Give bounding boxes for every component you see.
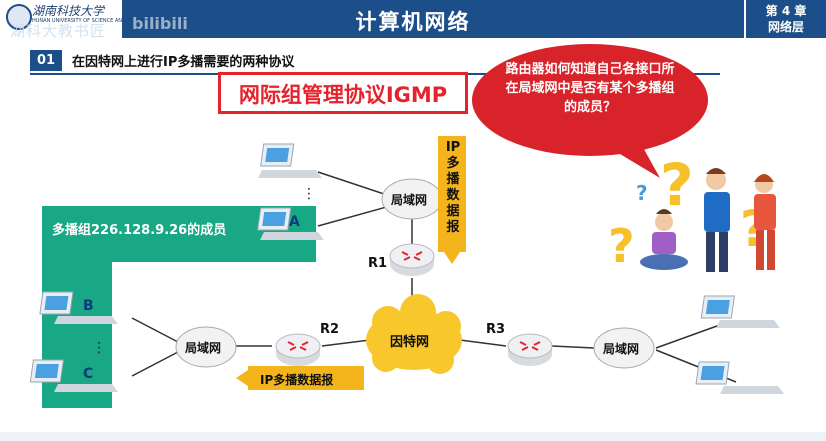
university-name-en: HUNAN UNIVERSITY OF SCIENCE AND TECHNOLO… xyxy=(32,18,162,24)
lan-label-right: 局域网 xyxy=(603,342,640,356)
lan-label-left: 局域网 xyxy=(185,341,222,355)
laptop-icon-a xyxy=(257,207,324,240)
uploader-watermark: 湖科大教书匠 xyxy=(10,22,107,40)
speech-bubble xyxy=(472,44,708,178)
multicast-group-region xyxy=(42,206,316,408)
laptop-icon-c xyxy=(29,359,118,392)
laptop-icon xyxy=(700,295,780,328)
laptop-icon xyxy=(695,361,784,394)
speech-bubble-text: 路由器如何知道自己各接口所在局域网中是否有某个多播组的成员？ xyxy=(505,62,675,115)
university-name: 湖南科技大学 xyxy=(32,4,105,18)
router-label-r3: R3 xyxy=(486,322,506,337)
host-ellipsis: ⋮ xyxy=(92,340,106,356)
question-mark-icon: ? ? ? ? xyxy=(608,151,769,273)
chapter-name: 网络层 xyxy=(767,20,804,34)
lan-label-top: 局域网 xyxy=(391,193,428,207)
multicast-arrow-down-label: IP多播数据报 xyxy=(445,140,461,235)
section-number: 01 xyxy=(30,50,62,71)
router-label-r1: R1 xyxy=(368,256,388,271)
multicast-arrow-left xyxy=(236,366,364,390)
laptop-icon-b xyxy=(39,291,118,324)
host-label-a: A xyxy=(289,214,300,230)
section-title: 在因特网上进行IP多播需要的两种协议 xyxy=(72,55,295,70)
chapter-number: 第 4 章 xyxy=(765,4,807,18)
chapter-indicator: 第 4 章 网络层 xyxy=(744,0,826,38)
subtitle-strip xyxy=(0,432,826,441)
router-label-r2: R2 xyxy=(320,322,340,337)
course-title: 计算机网络 xyxy=(355,10,471,34)
router-icon xyxy=(389,243,435,276)
lan-blob-left xyxy=(175,326,237,368)
router-icon xyxy=(507,333,553,366)
laptop-icon xyxy=(258,143,322,178)
university-emblem-icon xyxy=(6,4,32,30)
host-label-b: B xyxy=(83,298,94,314)
multicast-arrow-left-label: IP多播数据报 xyxy=(260,373,334,387)
internet-label: 因特网 xyxy=(390,335,430,350)
cloud-icon xyxy=(366,294,462,374)
multicast-group-label: 多播组226.128.9.26的成员 xyxy=(52,223,227,238)
multicast-arrow-down xyxy=(438,136,466,264)
svg-text:?: ? xyxy=(636,181,648,205)
cartoon-people xyxy=(640,168,776,272)
svg-text:?: ? xyxy=(608,219,635,273)
host-ellipsis: ⋮ xyxy=(302,186,316,202)
bilibili-watermark: bilibili xyxy=(132,14,188,33)
university-logo: 湖南科技大学 HUNAN UNIVERSITY OF SCIENCE AND T… xyxy=(0,0,162,38)
links xyxy=(131,171,737,383)
host-label-c: C xyxy=(83,366,94,382)
router-icon xyxy=(275,333,321,366)
lan-blob-right xyxy=(593,327,655,369)
header-bar: 湖南科技大学 HUNAN UNIVERSITY OF SCIENCE AND T… xyxy=(0,0,826,40)
igmp-highlight: 网际组管理协议IGMP xyxy=(218,72,468,114)
svg-text:?: ? xyxy=(660,151,694,219)
